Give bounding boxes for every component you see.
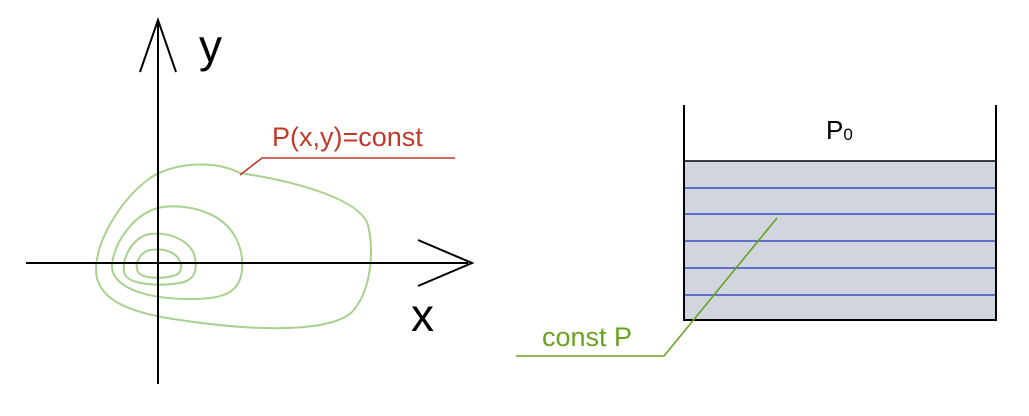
contour-inner <box>122 232 197 286</box>
isobar-leader-line <box>516 217 778 357</box>
y-axis-arrowhead <box>139 16 177 73</box>
contour-leader-line <box>239 157 455 176</box>
vessel-diagram: P0 const P <box>516 105 997 357</box>
pressure-subscript: 0 <box>843 125 852 144</box>
contour-middle <box>110 205 244 301</box>
y-axis-label: y <box>199 20 222 72</box>
x-axis-label: x <box>411 289 434 341</box>
contour-plot: y x P(x,y)=const <box>26 16 475 384</box>
contour-outer <box>94 163 372 330</box>
contour-innermost <box>135 248 182 279</box>
pressure-symbol: P <box>826 115 843 145</box>
contour-label: P(x,y)=const <box>272 122 423 152</box>
isobar-label: const P <box>542 322 632 352</box>
top-pressure-label: P0 <box>826 115 853 145</box>
vessel-walls <box>683 105 997 321</box>
x-axis-arrowhead <box>417 239 475 287</box>
